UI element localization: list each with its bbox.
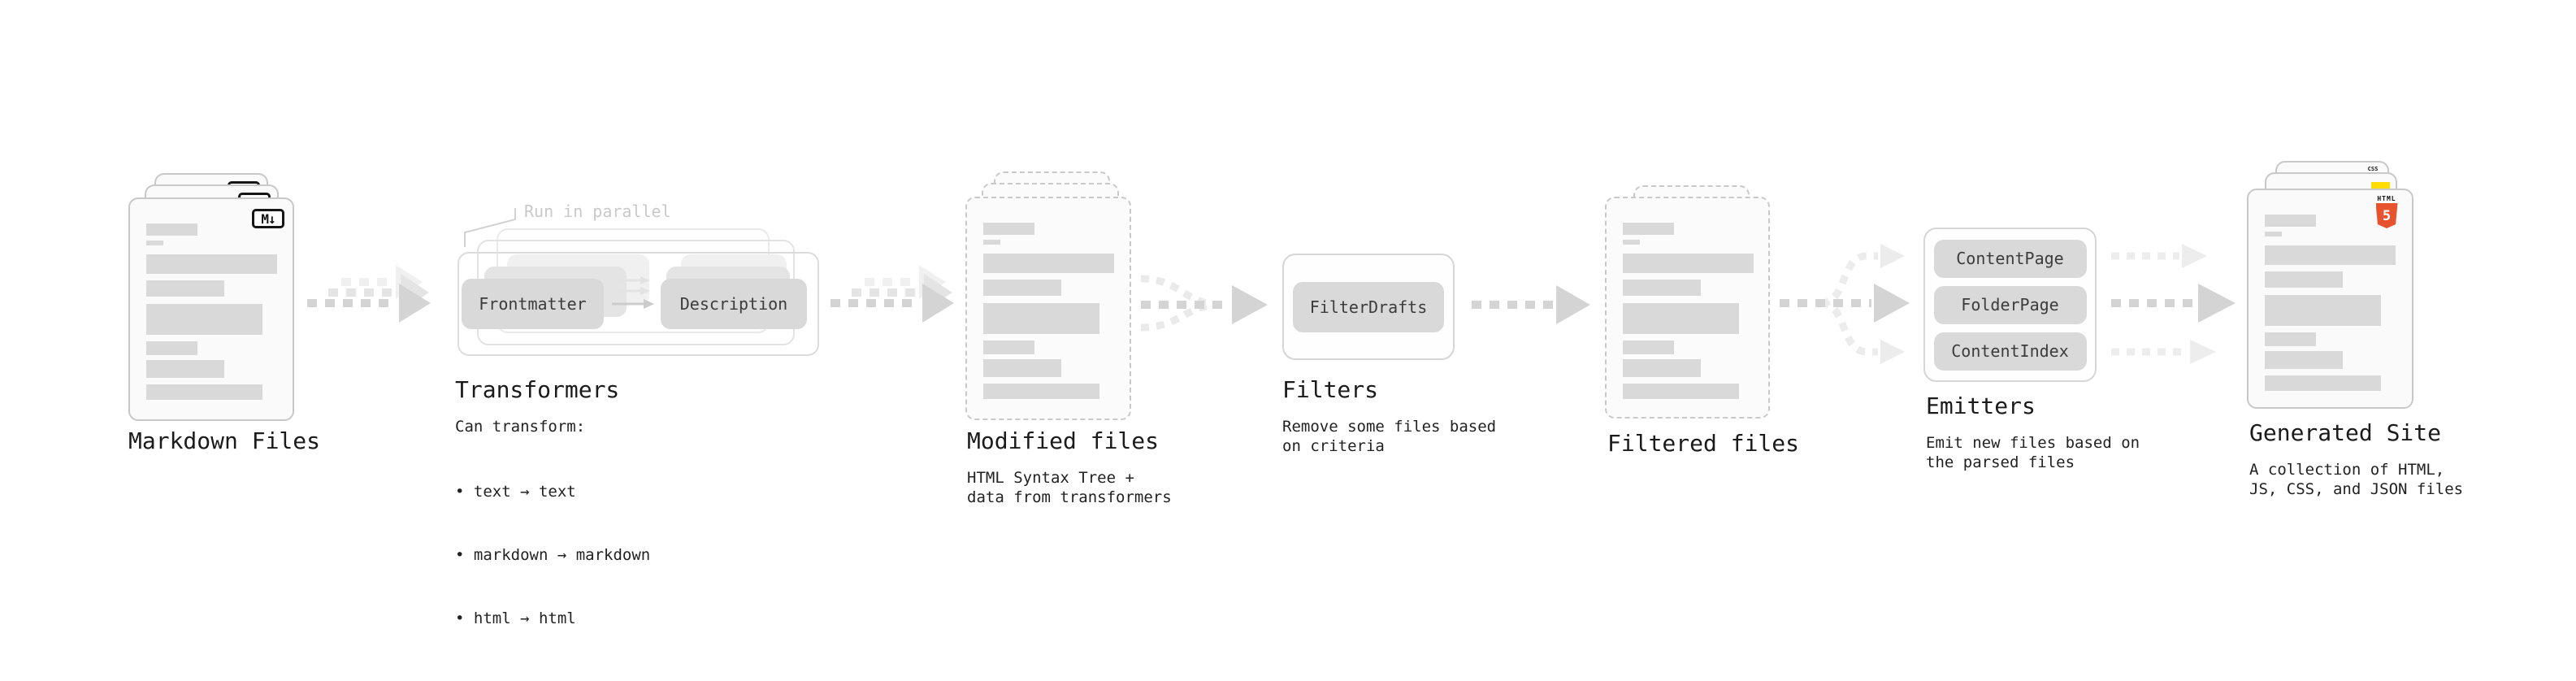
skeleton-bar [1623, 240, 1640, 245]
folderpage-chip: FolderPage [1933, 285, 2087, 324]
filterdrafts-chip: FilterDrafts [1293, 281, 1444, 332]
modified-files-subtitle: data from transformers [967, 488, 1172, 506]
transformers-bullet: • markdown → markdown [455, 546, 651, 564]
generated-site-subtitle: A collection of HTML, [2249, 461, 2445, 479]
flow-arrow-fanout-to-emitters [1780, 244, 1910, 364]
skeleton-bar [2265, 271, 2343, 288]
filters-panel: FilterDrafts [1282, 254, 1455, 360]
skeleton-bar [1623, 280, 1701, 296]
skeleton-bar [2265, 245, 2396, 265]
skeleton-bar [2265, 232, 2282, 236]
generated-site-subtitle: JS, CSS, and JSON files [2249, 480, 2464, 498]
skeleton-bar [2265, 215, 2316, 227]
skeleton-bar [146, 223, 197, 236]
skeleton-bar [983, 340, 1034, 354]
filtered-files-title: Filtered files [1607, 430, 1800, 457]
transformers-title: Transformers [455, 376, 620, 403]
emitters-subtitle: the parsed files [1926, 453, 2075, 471]
skeleton-bar [2265, 332, 2316, 346]
markdown-files-title: Markdown Files [128, 427, 321, 454]
skeleton-bar [146, 304, 262, 335]
skeleton-bar [2265, 295, 2381, 326]
frontmatter-chip: Frontmatter [462, 279, 604, 329]
skeleton-bar [146, 280, 224, 297]
emitters-subtitle: Emit new files based on [1926, 434, 2140, 452]
html5-icon: HTML 5 [2373, 195, 2400, 228]
flow-arrows-emitters-to-site [2111, 244, 2236, 364]
transformer-layer-front [458, 252, 819, 356]
skeleton-bar [1623, 384, 1739, 399]
document-skeleton-lines [146, 223, 277, 400]
skeleton-bar [146, 341, 197, 355]
transformers-bullet: • html → html [455, 609, 576, 627]
modified-files-subtitle: HTML Syntax Tree + [967, 469, 1134, 487]
flow-arrow-transformers-to-modified [830, 265, 954, 323]
run-in-parallel-label: Run in parallel [524, 202, 671, 221]
skeleton-bar [1623, 303, 1739, 334]
transformers-bullet: • text → text [455, 483, 576, 501]
flow-arrow-merge-to-filters [1140, 275, 1268, 332]
document-skeleton-lines [2265, 215, 2396, 391]
skeleton-bar [1623, 359, 1701, 377]
skeleton-bar [983, 240, 1000, 245]
emitters-panel: ContentPage FolderPage ContentIndex [1923, 228, 2097, 382]
site-file-card-html: HTML 5 [2247, 189, 2413, 409]
skeleton-bar [1623, 223, 1674, 235]
skeleton-bar [983, 280, 1061, 296]
contentpage-chip: ContentPage [1933, 239, 2087, 278]
modified-file-card-front [965, 197, 1131, 420]
flow-arrow-filters-to-filtered [1472, 285, 1590, 324]
skeleton-bar [983, 303, 1099, 334]
emitters-title: Emitters [1926, 393, 2036, 419]
skeleton-bar [2265, 375, 2381, 391]
skeleton-bar [983, 254, 1114, 273]
markdown-icon: M↓ [252, 209, 284, 228]
skeleton-bar [983, 359, 1061, 377]
skeleton-bar [983, 384, 1099, 399]
filtered-file-card-front [1605, 197, 1770, 419]
modified-files-title: Modified files [967, 427, 1160, 454]
skeleton-bar [146, 241, 163, 245]
parallel-arrows-icon [612, 276, 654, 309]
skeleton-bar [2265, 351, 2343, 369]
skeleton-bar [146, 254, 277, 274]
skeleton-bar [1623, 340, 1674, 354]
skeleton-bar [146, 384, 262, 400]
filters-title: Filters [1282, 376, 1379, 403]
contentindex-chip: ContentIndex [1933, 332, 2087, 371]
skeleton-bar [1623, 254, 1754, 273]
transformers-subtitle: Can transform: [455, 418, 586, 436]
filters-subtitle: on criteria [1282, 437, 1385, 455]
annotation-leader-line [464, 208, 516, 247]
document-skeleton-lines [983, 223, 1114, 399]
document-skeleton-lines [1623, 223, 1754, 399]
skeleton-bar [983, 223, 1034, 235]
flow-arrow-markdown-to-transformers [307, 265, 431, 323]
description-chip: Description [661, 279, 807, 329]
markdown-file-card-front: M↓ [128, 197, 294, 421]
filters-subtitle: Remove some files based [1282, 418, 1497, 436]
generated-site-title: Generated Site [2249, 419, 2442, 446]
skeleton-bar [146, 360, 224, 378]
